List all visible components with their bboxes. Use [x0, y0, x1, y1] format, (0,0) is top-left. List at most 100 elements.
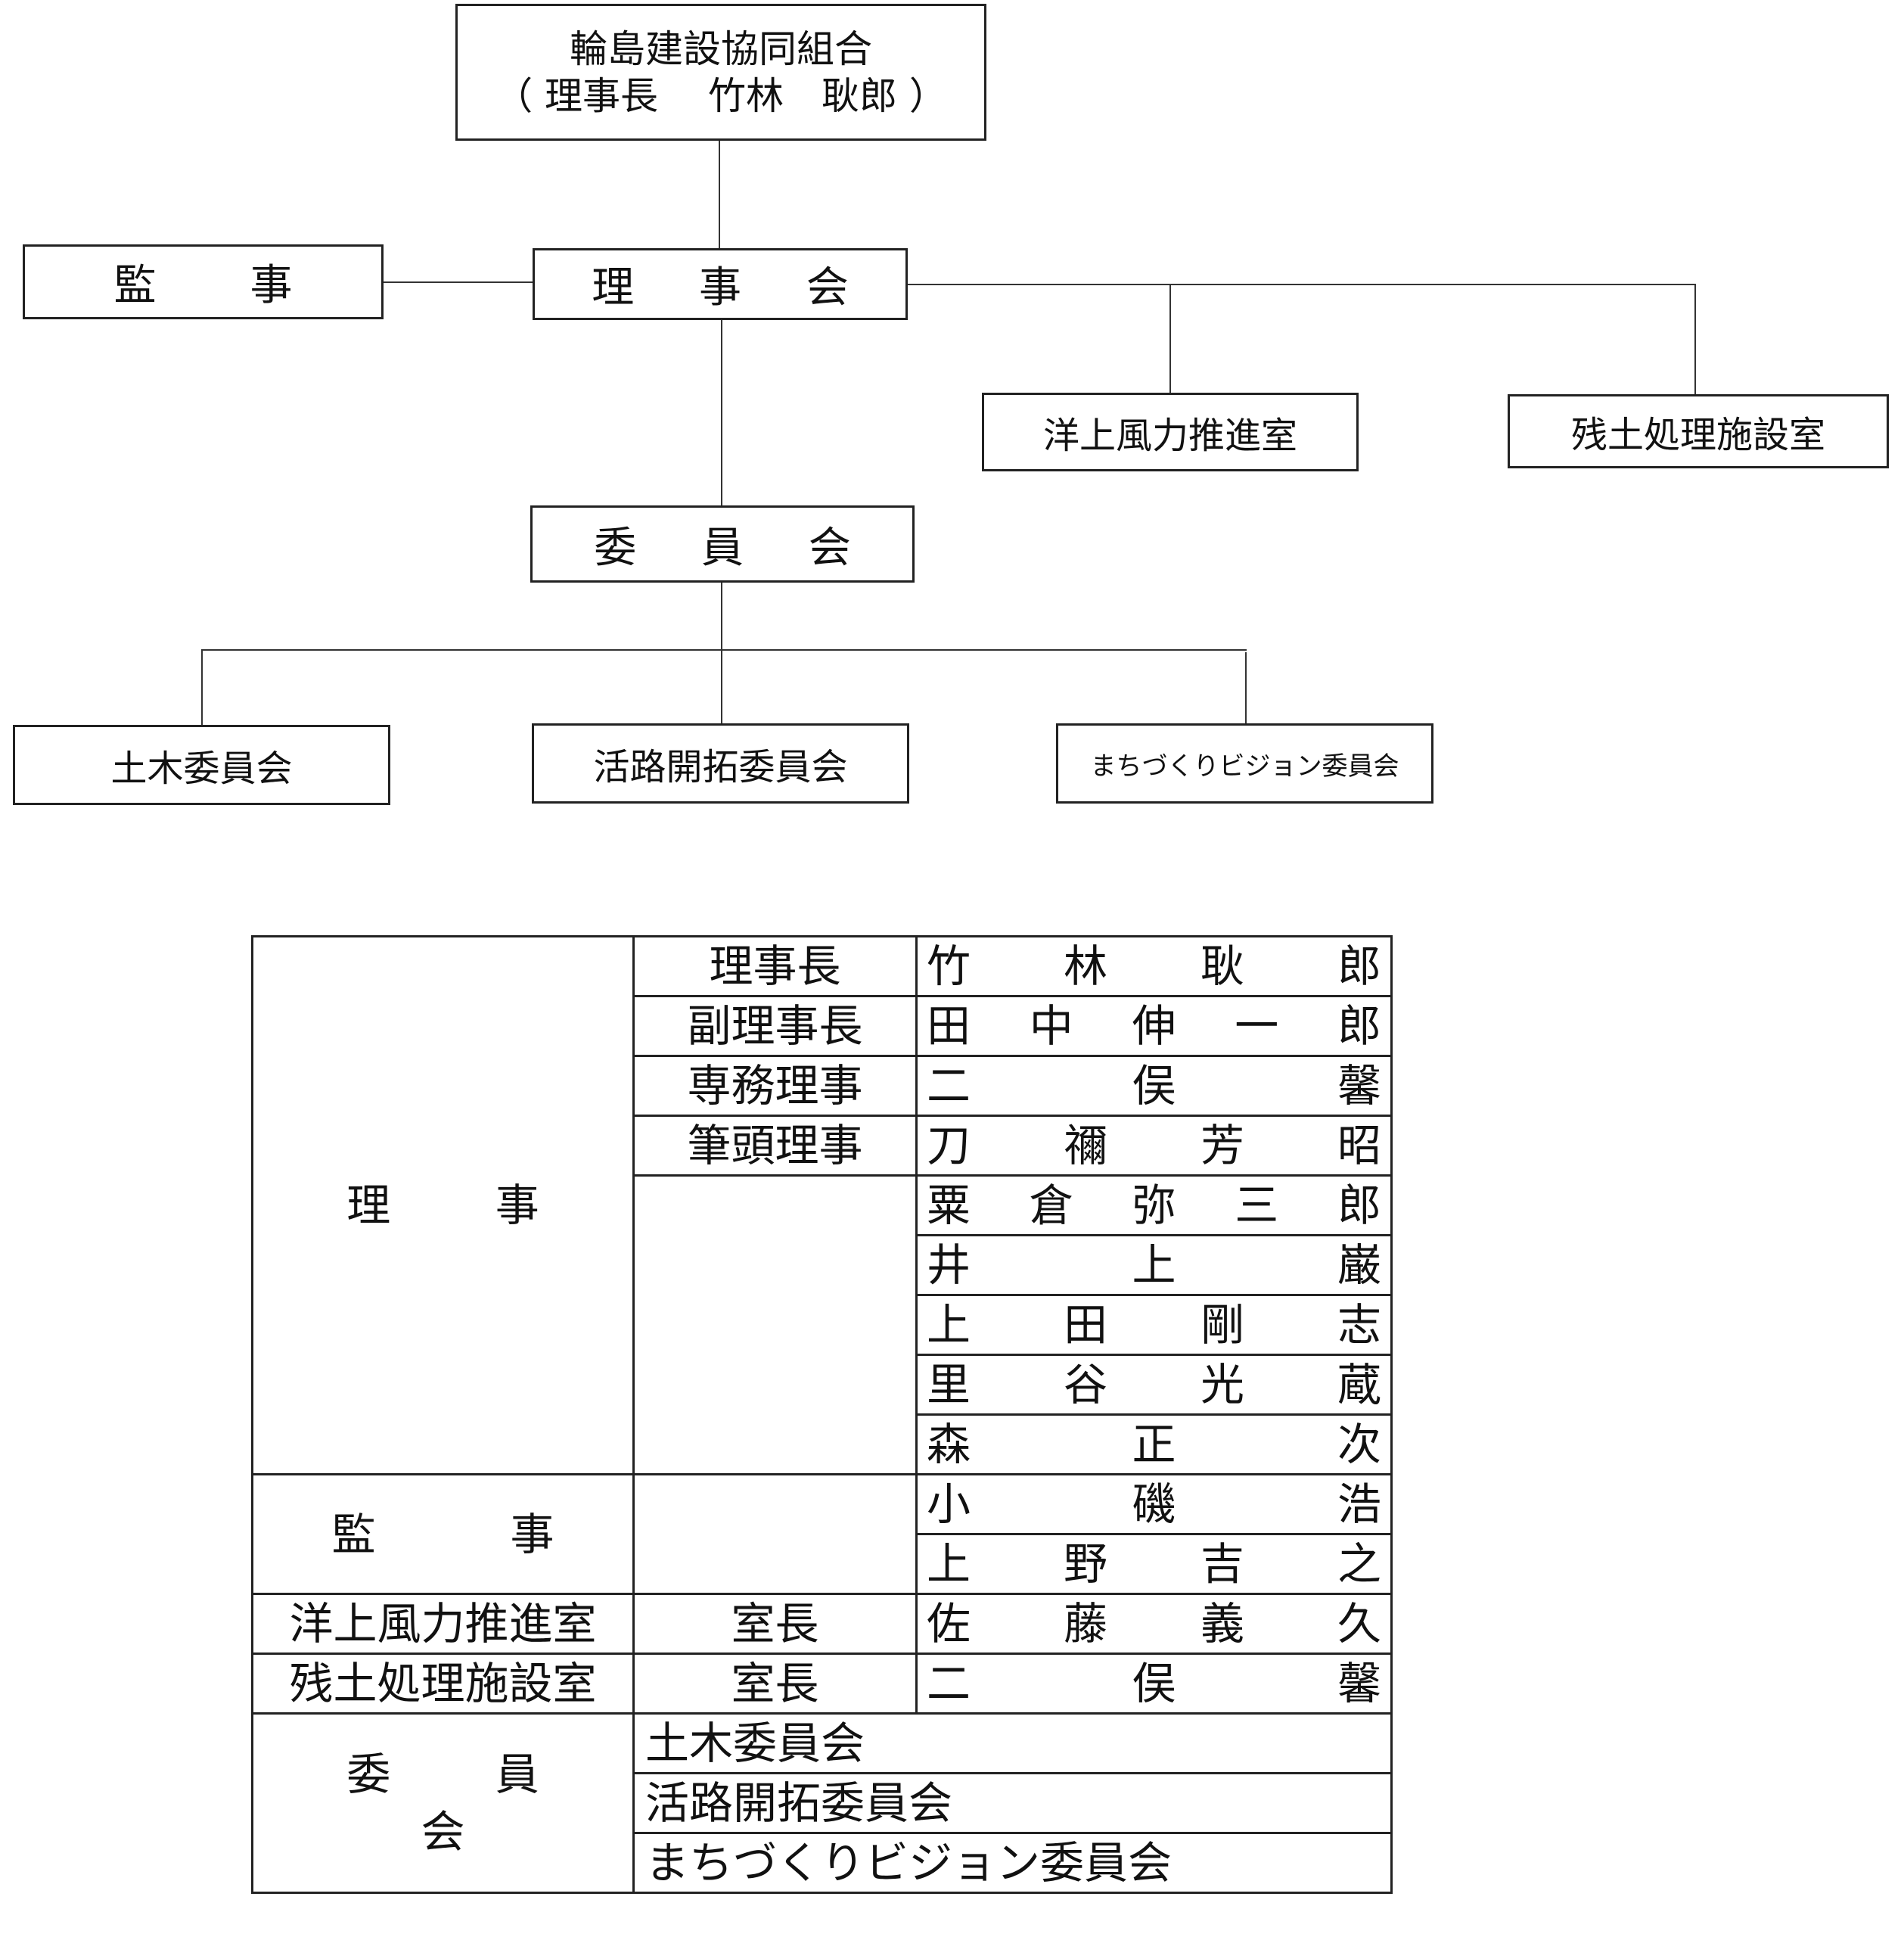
- name-wind-chief: 佐 藤 義 久: [915, 1593, 1393, 1655]
- table-row: 上 野 吉 之: [253, 1533, 1393, 1595]
- auditor-node: 監 事: [23, 244, 384, 319]
- role-wind-chief: 室長: [632, 1593, 918, 1655]
- name-char: 一: [1235, 1000, 1279, 1052]
- name-char: 三: [1235, 1180, 1279, 1231]
- table-row: 残土処理施設室 室長 二 俣 馨: [251, 1653, 1393, 1715]
- wind-office-group-label: 洋上風力推進室: [251, 1593, 635, 1655]
- role-managing-director: 専務理事: [632, 1055, 918, 1117]
- name-char: 二: [927, 1060, 971, 1112]
- connector-wind-office: [1169, 284, 1171, 394]
- name-char: 竹: [927, 941, 971, 992]
- pathfinding-committee-label: 活路開拓委員会: [593, 746, 848, 788]
- name-chairman: 竹 林 耿 郎: [915, 935, 1393, 997]
- connector-auditor-board: [381, 281, 533, 283]
- name-char: 田: [1063, 1299, 1107, 1351]
- name-soil-chief: 二 俣 馨: [915, 1653, 1393, 1715]
- table-row: 森 正 次: [253, 1413, 1393, 1475]
- name-char: 巌: [1337, 1239, 1381, 1291]
- name-char: 郎: [1337, 1000, 1381, 1052]
- connector-board-offices: [906, 284, 1694, 285]
- role-chairman: 理事長: [632, 935, 918, 997]
- name-char: 郎: [1337, 941, 1381, 992]
- name-char: 禰: [1063, 1120, 1107, 1171]
- name-char: 光: [1200, 1359, 1244, 1410]
- root-title: 輪島建設協同組合: [570, 26, 872, 71]
- soil-office-group-label: 残土処理施設室: [251, 1653, 635, 1715]
- committee-item: 活路開拓委員会: [632, 1772, 1393, 1834]
- name-char: 井: [927, 1239, 971, 1291]
- name-char: 谷: [1063, 1359, 1107, 1410]
- name-char: 森: [927, 1419, 971, 1470]
- name-char: 俣: [1132, 1658, 1176, 1709]
- name-char: 里: [927, 1359, 971, 1410]
- soil-office-node: 残土処理施設室: [1508, 394, 1889, 468]
- connector-soil-office: [1694, 284, 1696, 396]
- auditors-group-label: 監 事: [251, 1473, 635, 1595]
- table-row: 上 田 剛 志: [253, 1294, 1393, 1356]
- table-row: 井 上 巌: [253, 1234, 1393, 1296]
- table-row: 理 事 理事長 竹 林 耿 郎: [251, 935, 1393, 1475]
- name-char: 弥: [1132, 1180, 1176, 1231]
- name-char: 耿: [1200, 941, 1244, 992]
- name-char: 上: [1132, 1239, 1176, 1291]
- connector-board-committee: [721, 318, 722, 507]
- name-auditor: 小 磯 浩: [915, 1473, 1393, 1535]
- name-auditor: 上 野 吉 之: [915, 1533, 1393, 1595]
- connector-committee-subs: [721, 581, 722, 726]
- town-vision-committee-label: まちづくりビジョン委員会: [1090, 751, 1399, 782]
- table-row: 粟 倉 弥 三 郎: [253, 1174, 1393, 1475]
- root-node: 輪島建設協同組合 （ 理事長 竹林 耿郎 ）: [455, 4, 986, 141]
- board-node: 理 事 会: [533, 248, 908, 320]
- name-char: 昭: [1337, 1120, 1381, 1171]
- table-row: 筆頭理事 刀 禰 芳 昭: [253, 1115, 1393, 1177]
- name-managing-director: 二 俣 馨: [915, 1055, 1393, 1117]
- table-row: 監 事 小 磯 浩: [251, 1473, 1393, 1595]
- committee-label: 委 員 会: [594, 523, 877, 573]
- role-empty-directors: [632, 1174, 918, 1475]
- committee-item: まちづくりビジョン委員会: [632, 1832, 1393, 1894]
- name-char: 馨: [1337, 1658, 1381, 1709]
- name-char: 上: [927, 1538, 971, 1590]
- committee-group-label: 委 員 会: [251, 1712, 635, 1894]
- name-char: 刀: [927, 1120, 971, 1171]
- name-char: 佐: [927, 1598, 971, 1649]
- role-senior-director: 筆頭理事: [632, 1115, 918, 1177]
- directors-group-label: 理 事: [251, 935, 635, 1475]
- wind-office-node: 洋上風力推進室: [982, 393, 1359, 471]
- name-char: 義: [1200, 1598, 1244, 1649]
- name-char: 志: [1337, 1299, 1381, 1351]
- name-char: 吉: [1200, 1538, 1244, 1590]
- name-char: 二: [927, 1658, 971, 1709]
- table-row: 洋上風力推進室 室長 佐 藤 義 久: [251, 1593, 1393, 1655]
- soil-office-label: 残土処理施設室: [1570, 414, 1825, 456]
- name-char: 林: [1063, 941, 1107, 992]
- table-row: 副理事長 田 中 伸 一 郎: [253, 995, 1393, 1057]
- auditor-label: 監 事: [113, 261, 318, 310]
- name-director: 粟 倉 弥 三 郎: [915, 1174, 1393, 1236]
- name-char: 田: [927, 1000, 971, 1052]
- role-vice-chairman: 副理事長: [632, 995, 918, 1057]
- name-char: 中: [1029, 1000, 1073, 1052]
- wind-office-label: 洋上風力推進室: [1042, 415, 1297, 457]
- root-chairman: （ 理事長 竹林 耿郎 ）: [495, 73, 947, 118]
- civil-committee-label: 土木委員会: [110, 748, 293, 790]
- civil-committee-node: 土木委員会: [13, 725, 390, 805]
- name-director: 里 谷 光 蔵: [915, 1354, 1393, 1416]
- name-char: 上: [927, 1299, 971, 1351]
- name-char: 正: [1132, 1419, 1176, 1470]
- name-char: 次: [1337, 1419, 1381, 1470]
- table-row: 委 員 会 土木委員会: [251, 1712, 1393, 1894]
- org-chart: 輪島建設協同組合 （ 理事長 竹林 耿郎 ） 監 事 理 事 会 洋上風力推進室…: [0, 0, 1904, 847]
- role-soil-chief: 室長: [632, 1653, 918, 1715]
- name-char: 倉: [1029, 1180, 1073, 1231]
- name-director: 井 上 巌: [915, 1234, 1393, 1296]
- name-senior-director: 刀 禰 芳 昭: [915, 1115, 1393, 1177]
- name-char: 剛: [1200, 1299, 1244, 1351]
- table-row: 活路開拓委員会: [253, 1772, 1393, 1834]
- table-row: 里 谷 光 蔵: [253, 1354, 1393, 1416]
- town-vision-committee-node: まちづくりビジョン委員会: [1056, 723, 1433, 804]
- name-char: 磯: [1132, 1478, 1176, 1530]
- name-char: 粟: [927, 1180, 971, 1231]
- name-char: 芳: [1200, 1120, 1244, 1171]
- connector-root-board: [719, 139, 720, 250]
